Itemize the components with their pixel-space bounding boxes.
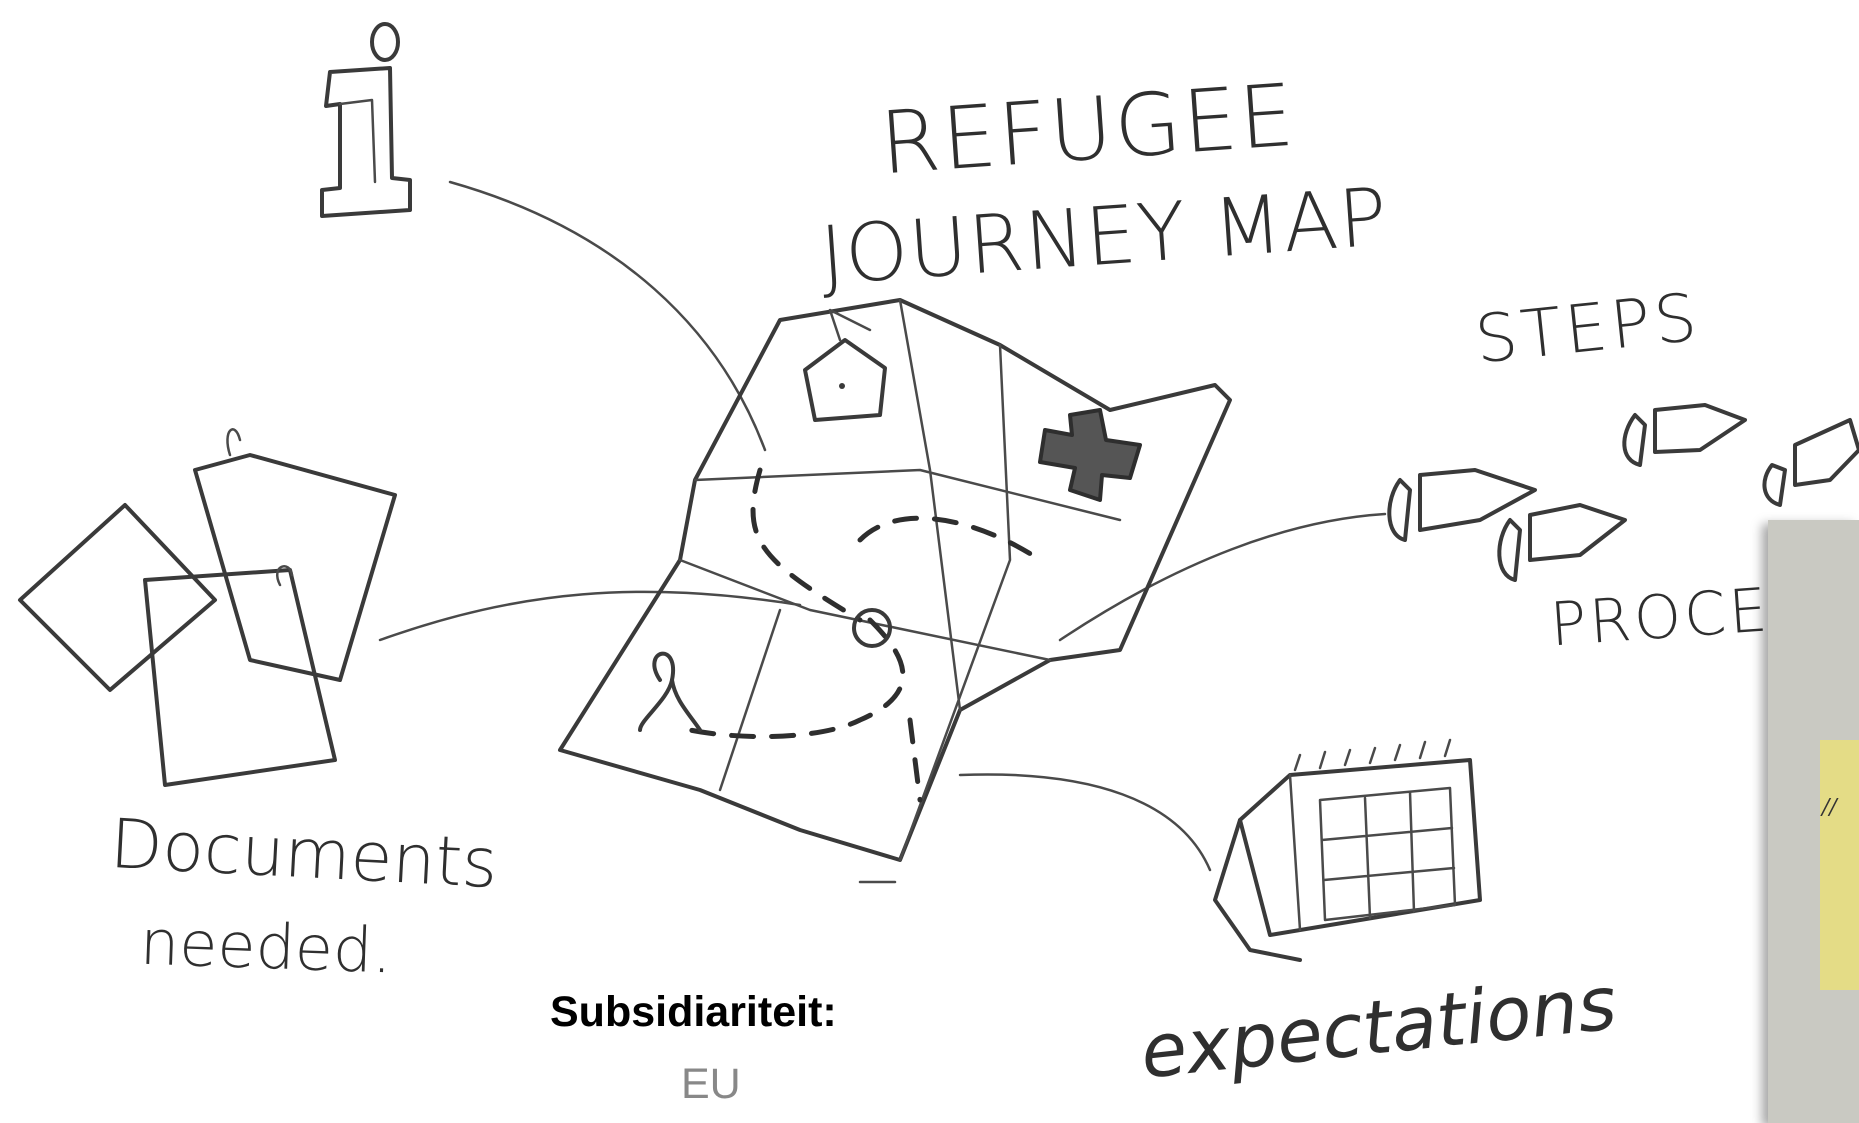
- documents-icon: [18, 428, 397, 787]
- documents-label-line2: needed.: [138, 905, 394, 988]
- step-icon: [1387, 403, 1859, 582]
- connector-documents: [378, 590, 802, 642]
- cross-icon: [1038, 408, 1142, 502]
- sticky-note-text: ∕∕: [1822, 795, 1837, 820]
- map-icon: [558, 298, 1232, 862]
- caption-label: Subsidiariteit:: [550, 988, 837, 1036]
- connector-expectations: [958, 773, 1212, 872]
- sticky-note: [1820, 740, 1859, 990]
- house-icon: [803, 308, 887, 422]
- caption-value: EU: [681, 1060, 741, 1108]
- calendar-icon: [1213, 738, 1482, 962]
- connector-info: [448, 180, 767, 452]
- person-icon: [638, 651, 702, 732]
- connector-steps: [1058, 512, 1387, 642]
- info-icon: [320, 22, 412, 218]
